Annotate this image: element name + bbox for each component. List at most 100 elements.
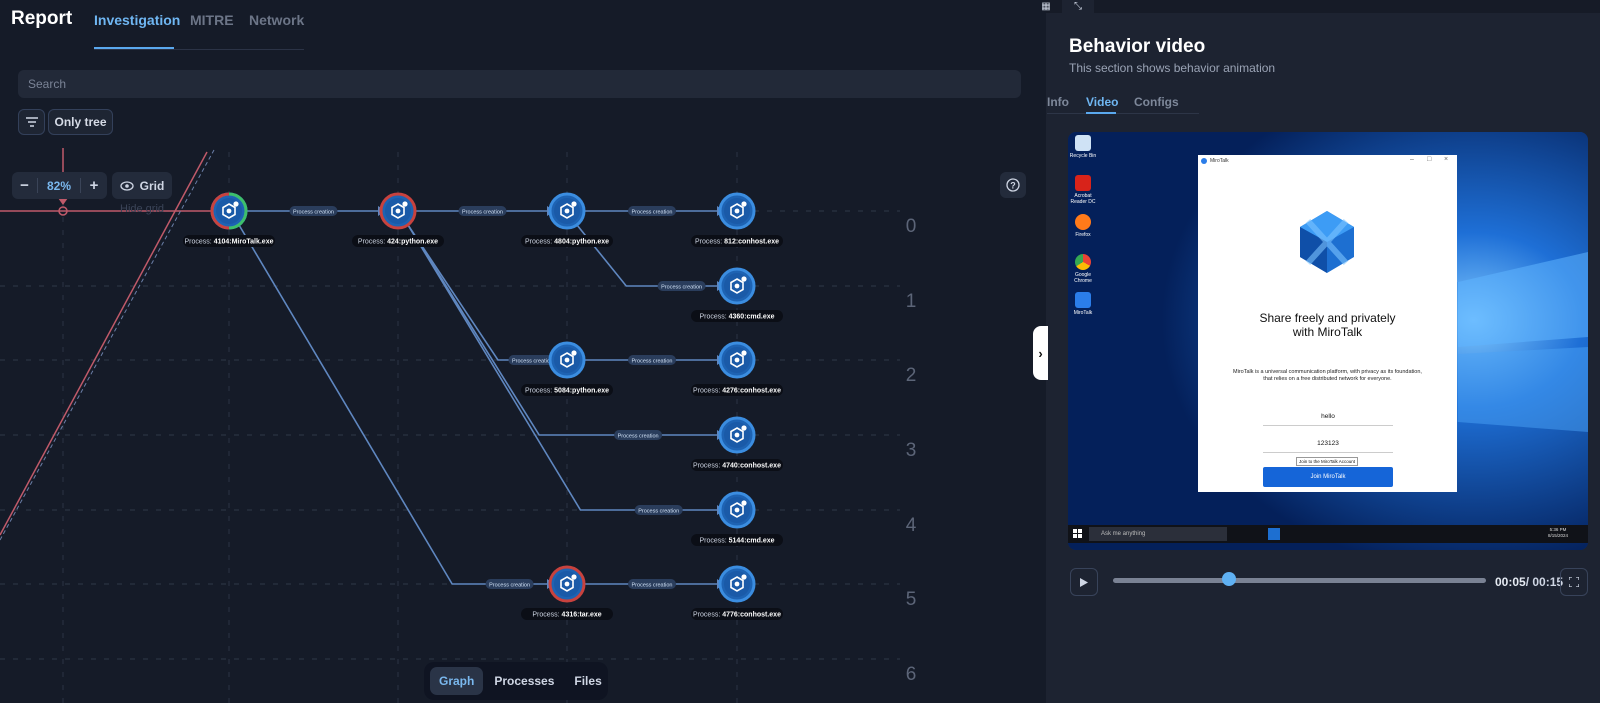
edge-label-bg bbox=[458, 206, 507, 216]
behavior-video[interactable]: Recycle Bin Acrobat Reader DC Firefox Go… bbox=[1068, 132, 1588, 550]
gear-icon bbox=[741, 500, 747, 506]
mirotalk-taskbar-icon[interactable] bbox=[1268, 528, 1280, 540]
video-progress-thumb[interactable] bbox=[1221, 572, 1236, 586]
node-label-bg bbox=[691, 459, 783, 471]
process-icon-dot bbox=[734, 432, 740, 438]
grid-label: Grid bbox=[139, 178, 165, 193]
node-label-bg bbox=[691, 310, 783, 322]
edge-label: Process creation bbox=[638, 508, 679, 514]
gear-icon bbox=[741, 350, 747, 356]
acrobat-icon[interactable]: Acrobat Reader DC bbox=[1068, 175, 1098, 205]
node-label: Process: 4740:conhost.exe bbox=[693, 463, 781, 470]
tab-processes[interactable]: Processes bbox=[494, 674, 555, 688]
taskbar-search[interactable]: Ask me anything bbox=[1089, 527, 1227, 541]
node-label-bg bbox=[183, 235, 275, 247]
process-icon bbox=[730, 427, 744, 443]
tab-files[interactable]: Files bbox=[574, 674, 602, 688]
play-button[interactable] bbox=[1070, 568, 1098, 596]
row-number: 5 bbox=[906, 589, 917, 610]
node-label: Process: 5144:cmd.exe bbox=[699, 538, 774, 545]
close-icon[interactable]: × bbox=[1444, 156, 1449, 163]
window-title: MiroTalk bbox=[1210, 158, 1229, 164]
tab-info[interactable]: Info bbox=[1047, 95, 1069, 109]
eye-icon bbox=[120, 180, 134, 191]
process-icon bbox=[560, 352, 574, 368]
chrome-icon[interactable]: Google Chrome bbox=[1068, 254, 1098, 284]
process-icon bbox=[730, 352, 744, 368]
panel-topbar: ▦ ⤡ bbox=[1041, 0, 1600, 13]
node-label: Process: 424:python.exe bbox=[358, 239, 438, 246]
node-label-bg bbox=[352, 235, 444, 247]
tab-graph[interactable]: Graph bbox=[430, 667, 484, 695]
investigation-panel: Report Investigation MITRE Network Only … bbox=[0, 8, 1026, 703]
join-mirotalk-button[interactable]: Join MiroTalk bbox=[1263, 467, 1393, 487]
edge-label-bg bbox=[289, 206, 338, 216]
hide-grid-tooltip: Hide grid bbox=[120, 203, 165, 215]
node-label: Process: 4104:MiroTalk.exe bbox=[185, 239, 274, 246]
tab-video[interactable]: Video bbox=[1086, 95, 1119, 109]
node-label: Process: 4360:cmd.exe bbox=[699, 314, 774, 321]
timeline-slope bbox=[0, 151, 208, 536]
mirotalk-desktop-icon[interactable]: MiroTalk bbox=[1068, 292, 1098, 316]
gear-icon bbox=[741, 201, 747, 207]
view-switcher: Graph Processes Files bbox=[424, 662, 608, 700]
minimize-icon[interactable]: – bbox=[1410, 156, 1414, 163]
timeline-point bbox=[58, 206, 68, 216]
active-tab-indicator bbox=[94, 47, 174, 49]
current-time: 00:05 bbox=[1495, 575, 1526, 589]
fullscreen-icon bbox=[1569, 577, 1579, 587]
password-field[interactable]: 123123 bbox=[1263, 440, 1393, 453]
layout-icon[interactable]: ▦ bbox=[1041, 1, 1051, 12]
video-progress-track[interactable] bbox=[1113, 578, 1486, 583]
gear-icon bbox=[571, 201, 577, 207]
process-icon-dot bbox=[564, 581, 570, 587]
panel-subtitle: This section shows behavior animation bbox=[1069, 61, 1276, 75]
tab-investigation[interactable]: Investigation bbox=[94, 12, 181, 28]
search-input[interactable] bbox=[18, 70, 1021, 98]
expand-icon[interactable]: ⤡ bbox=[1062, 0, 1094, 13]
zoom-level: 82% bbox=[46, 178, 72, 193]
gear-icon bbox=[233, 201, 239, 207]
process-icon bbox=[560, 203, 574, 219]
edge-label-bg bbox=[508, 355, 557, 365]
node-label: Process: 4276:conhost.exe bbox=[693, 388, 781, 395]
only-tree-button[interactable]: Only tree bbox=[48, 109, 113, 135]
edge-label-bg bbox=[628, 579, 676, 589]
tab-mitre[interactable]: MITRE bbox=[190, 12, 234, 28]
behavior-panel: ▦ ⤡ Behavior video This section shows be… bbox=[1041, 0, 1600, 703]
edge-label: Process creation bbox=[293, 209, 334, 215]
row-number: 2 bbox=[906, 365, 917, 386]
tabs-divider bbox=[1047, 113, 1199, 114]
process-edge bbox=[407, 224, 717, 436]
recycle-bin-icon[interactable]: Recycle Bin bbox=[1068, 135, 1098, 159]
edge-label-bg bbox=[614, 430, 663, 440]
timeline-slope-guide bbox=[0, 149, 215, 541]
maximize-icon[interactable]: □ bbox=[1427, 156, 1432, 163]
edge-label: Process creation bbox=[512, 358, 553, 364]
video-time: 00:05/ 00:15 bbox=[1495, 575, 1563, 589]
edge-label-bg bbox=[634, 505, 683, 515]
help-button[interactable]: ? bbox=[1000, 172, 1026, 198]
tab-network[interactable]: Network bbox=[249, 12, 305, 28]
svg-text:?: ? bbox=[1010, 181, 1016, 191]
collapse-panel-button[interactable]: › bbox=[1033, 326, 1048, 380]
process-icon bbox=[730, 502, 744, 518]
firefox-icon[interactable]: Firefox bbox=[1068, 214, 1098, 238]
edge-label: Process creation bbox=[489, 582, 530, 588]
process-icon bbox=[730, 576, 744, 592]
filter-button[interactable] bbox=[18, 109, 45, 135]
process-icon-dot bbox=[564, 357, 570, 363]
grid-toggle-button[interactable]: Grid bbox=[112, 172, 172, 199]
row-number: 3 bbox=[906, 440, 917, 461]
tab-configs[interactable]: Configs bbox=[1134, 95, 1179, 109]
windows-start-icon[interactable] bbox=[1073, 529, 1082, 538]
fullscreen-button[interactable] bbox=[1560, 568, 1588, 596]
zoom-out-button[interactable]: − bbox=[20, 177, 29, 194]
username-field[interactable]: hello bbox=[1263, 413, 1393, 426]
node-label-bg bbox=[691, 608, 783, 620]
process-icon bbox=[222, 203, 236, 219]
zoom-in-button[interactable]: + bbox=[89, 177, 99, 194]
process-icon-dot bbox=[564, 208, 570, 214]
process-icon-dot bbox=[734, 357, 740, 363]
